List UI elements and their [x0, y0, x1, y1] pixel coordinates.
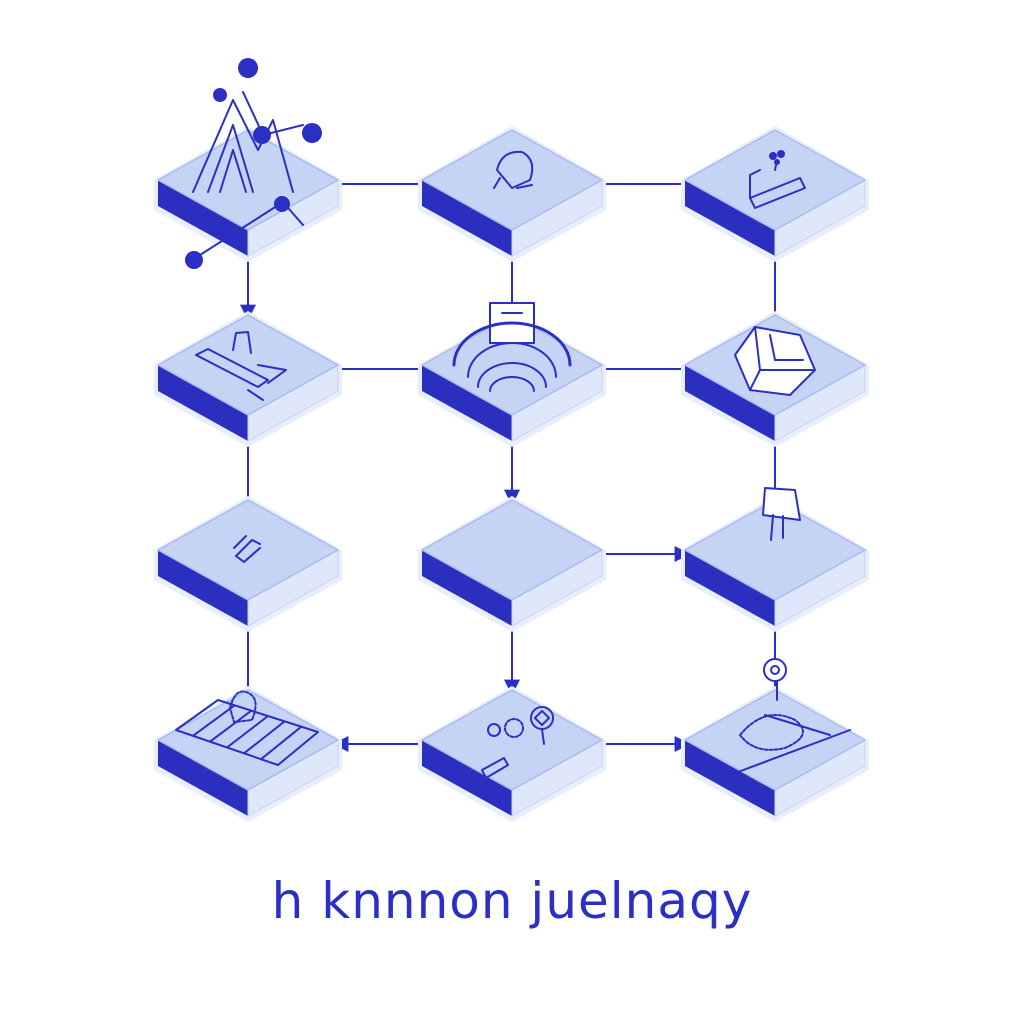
cube-frame-icon	[734, 326, 816, 396]
crate-sprout-icon	[749, 150, 806, 209]
tile-top-face	[157, 314, 339, 416]
tile-top-face	[157, 499, 339, 601]
node-r3c2	[418, 496, 606, 632]
diagram-caption: h knnnon juelnaqy	[271, 872, 753, 930]
arch-gate-icon	[452, 302, 572, 392]
node-layer	[154, 58, 869, 822]
tile-left-face	[422, 365, 512, 441]
tile-left-face	[685, 180, 775, 256]
gear-pencil-icon	[481, 706, 554, 779]
tile-left-face	[158, 740, 248, 816]
node-r2c3	[681, 311, 869, 447]
node-r1c3	[681, 126, 869, 262]
tile-left-face	[422, 740, 512, 816]
tile-left-face	[685, 740, 775, 816]
tile-left-face	[422, 550, 512, 626]
node-r2c1	[154, 311, 342, 447]
node-r4c1	[154, 686, 342, 822]
hand-pen-icon	[195, 331, 287, 401]
tile-top-face	[684, 689, 866, 791]
tile-top-face	[421, 129, 603, 231]
node-r4c2	[418, 686, 606, 822]
node-r1c2	[418, 126, 606, 262]
tile-left-face	[422, 180, 512, 256]
tile-top-face	[684, 129, 866, 231]
tile-left-face	[158, 180, 248, 256]
tile-left-face	[685, 550, 775, 626]
node-r4c3	[681, 658, 869, 822]
tile-left-face	[685, 365, 775, 441]
edge-layer	[240, 183, 776, 752]
node-r1c1	[154, 58, 342, 269]
node-r3c3	[681, 487, 869, 632]
tile-top-face	[684, 499, 866, 601]
tile-top-face	[421, 499, 603, 601]
tile-left-face	[158, 365, 248, 441]
striped-mat-icon	[175, 690, 319, 766]
tile-top-face	[157, 689, 339, 791]
cushion-chair-icon	[493, 150, 534, 189]
hanging-figure-icon	[762, 487, 801, 541]
mountain-network-icon	[185, 58, 322, 269]
node-r3c1	[154, 496, 342, 632]
tile-left-face	[158, 550, 248, 626]
looped-path-icon	[729, 658, 851, 776]
tile-top-face	[157, 129, 339, 231]
tile-top-face	[421, 689, 603, 791]
node-r2c2	[418, 302, 606, 447]
s-shape-icon	[233, 535, 261, 563]
